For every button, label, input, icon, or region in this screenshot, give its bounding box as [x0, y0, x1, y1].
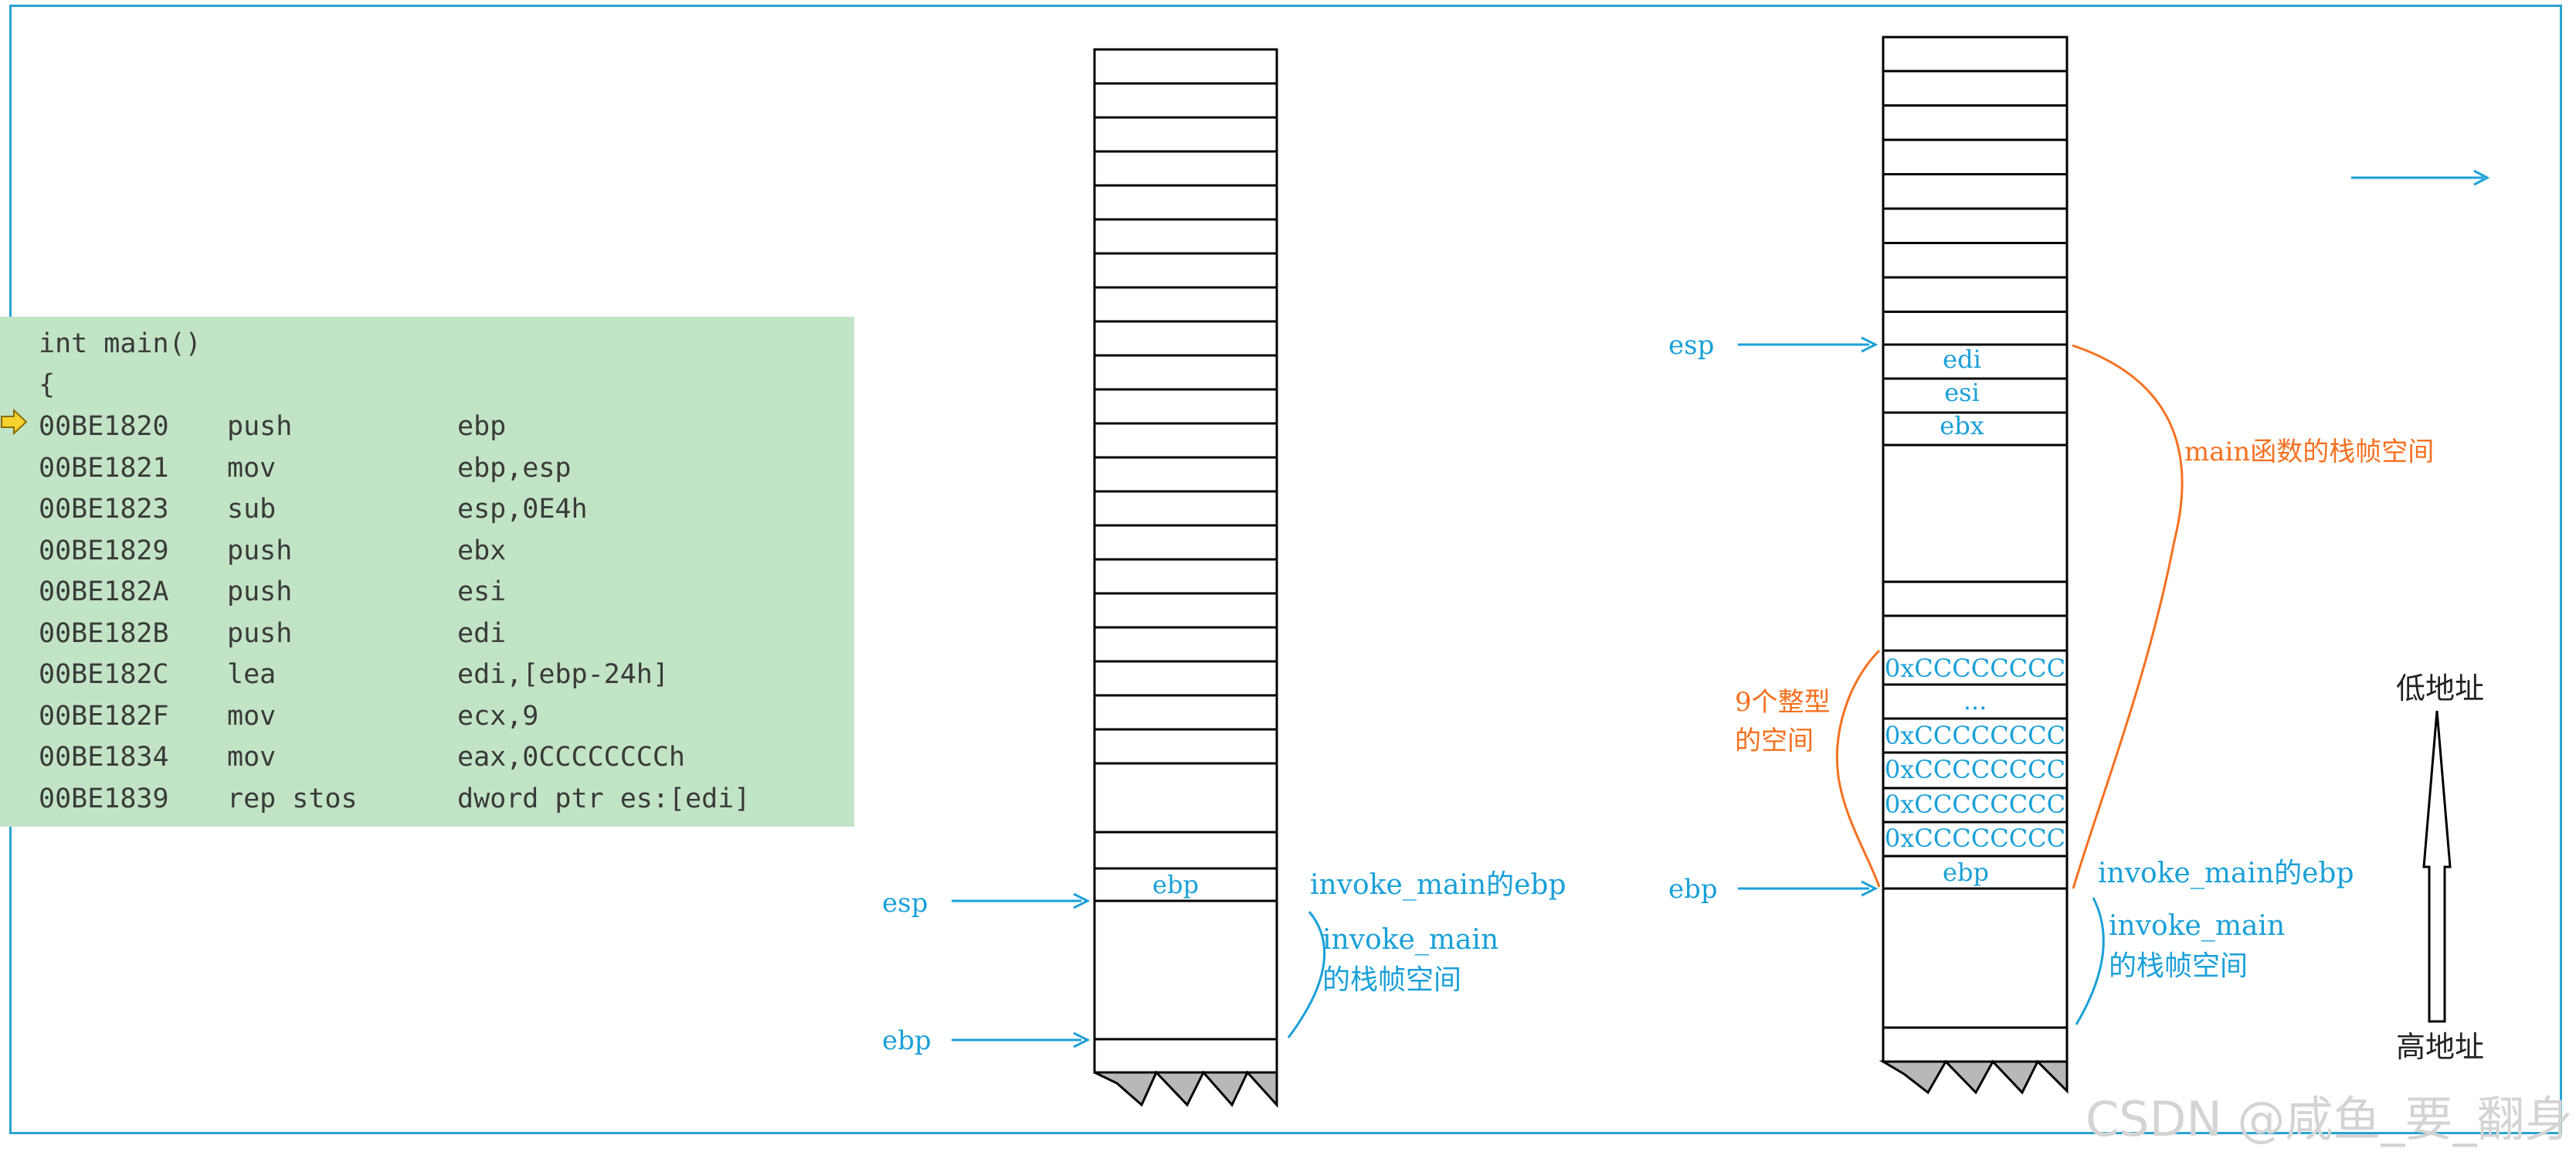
- code-opcode: push: [227, 535, 293, 566]
- stack2-register-cell: edi: [1943, 345, 1981, 374]
- code-operand: dword ptr es:[edi]: [457, 783, 751, 814]
- code-opcode: push: [227, 411, 293, 442]
- ints-label-1: 9个整型: [1735, 687, 1831, 718]
- code-address: 00BE1820: [39, 411, 169, 442]
- main-frame-brace: [2072, 344, 2184, 889]
- stack1-esp-arrowhead: [1073, 892, 1091, 909]
- code-address: 00BE1821: [39, 452, 169, 484]
- watermark: CSDN @咸鱼_要_翻身: [2086, 1091, 2573, 1147]
- stack2-ebp-label: ebp: [1668, 874, 1718, 905]
- main-frame-label: main函数的栈帧空间: [2184, 437, 2434, 467]
- code-address: 00BE1839: [39, 783, 169, 814]
- top-right-arrowhead: [2473, 169, 2490, 186]
- code-brace-line: {: [39, 369, 56, 400]
- stack1-frame-label-2: 的栈帧空间: [1322, 964, 1461, 996]
- code-opcode: mov: [227, 452, 277, 484]
- stack1-cells: [1093, 48, 1278, 1074]
- code-address: 00BE1829: [39, 535, 169, 566]
- stack2-saved-ebp-label: invoke_main的ebp: [2098, 858, 2354, 889]
- high-address-label: 高地址: [2396, 1030, 2484, 1064]
- code-operand: edi,[ebp-24h]: [457, 659, 669, 690]
- stack2-cc-cell: 0xCCCCCCCC: [1885, 654, 2065, 683]
- code-panel: int main() { 00BE1820 push ebp 00BE1821 mov e…: [0, 317, 854, 827]
- code-opcode: push: [227, 576, 293, 607]
- code-opcode: push: [227, 617, 293, 649]
- code-address: 00BE182B: [39, 617, 169, 649]
- code-opcode: sub: [227, 494, 277, 525]
- code-address: 00BE182C: [39, 659, 169, 690]
- stack1-frame-brace: [1287, 911, 1326, 1038]
- stack2-cc-cell: 0xCCCCCCCC: [1885, 824, 2065, 853]
- stack2-ebp-arrowhead: [1861, 880, 1879, 897]
- code-opcode: lea: [227, 659, 277, 690]
- stack2-frame-label-1: invoke_main: [2109, 910, 2285, 942]
- code-operand: ebp: [457, 411, 507, 442]
- stack2-cc-cell: ...: [1963, 686, 1987, 715]
- code-opcode: mov: [227, 742, 277, 773]
- current-line-arrow-icon: [1, 408, 28, 436]
- ints-label-2: 的空间: [1735, 726, 1814, 756]
- stack2-register-cell: esi: [1944, 378, 1980, 407]
- code-operand: eax,0CCCCCCCCh: [457, 742, 686, 773]
- code-operand: esp,0E4h: [457, 494, 588, 525]
- code-address: 00BE182A: [39, 576, 169, 607]
- code-address: 00BE182F: [39, 700, 169, 732]
- code-opcode: rep stos: [227, 783, 358, 814]
- stack2-frame-label-2: 的栈帧空间: [2109, 950, 2248, 982]
- stack1-bottom-break: [1094, 1070, 1278, 1108]
- stack1-outline: [1093, 48, 1278, 1074]
- stack2-cc-cell: 0xCCCCCCCC: [1885, 755, 2065, 784]
- stack1-frame-label-1: invoke_main: [1322, 924, 1498, 956]
- code-operand: ebp,esp: [457, 452, 572, 484]
- stack2-cc-cell: 0xCCCCCCCC: [1885, 790, 2065, 819]
- stack2-register-cell: ebx: [1940, 411, 1984, 440]
- code-opcode: mov: [227, 700, 277, 732]
- stack1-ebp-cell: ebp: [1152, 870, 1199, 899]
- code-address: 00BE1823: [39, 494, 169, 525]
- address-direction-arrow: [2422, 710, 2452, 1023]
- ints-brace: [1835, 649, 1881, 888]
- code-operand: edi: [457, 617, 507, 649]
- code-header-line: int main(): [39, 328, 202, 359]
- stack2-cc-cell: 0xCCCCCCCC: [1885, 721, 2065, 750]
- stack1-esp-label: esp: [882, 888, 928, 919]
- stack1-ebp-label: ebp: [882, 1025, 932, 1056]
- code-operand: ebx: [457, 535, 507, 566]
- stack2-cells: [1882, 36, 2069, 1063]
- stack2-bottom-break: [1879, 1059, 2069, 1095]
- stack2-outline: [1882, 36, 2069, 1063]
- stack1-saved-ebp-label: invoke_main的ebp: [1310, 869, 1566, 901]
- stack1-ebp-arrowhead: [1073, 1031, 1091, 1048]
- code-operand: ecx,9: [457, 700, 539, 732]
- stack2-esp-label: esp: [1668, 330, 1714, 361]
- code-address: 00BE1834: [39, 742, 169, 773]
- stack2-frame-brace: [2075, 897, 2105, 1025]
- low-address-label: 低地址: [2396, 671, 2484, 705]
- stack2-esp-arrowhead: [1861, 336, 1879, 353]
- code-operand: esi: [457, 576, 507, 607]
- stack2-ebp-cell: ebp: [1943, 858, 1989, 887]
